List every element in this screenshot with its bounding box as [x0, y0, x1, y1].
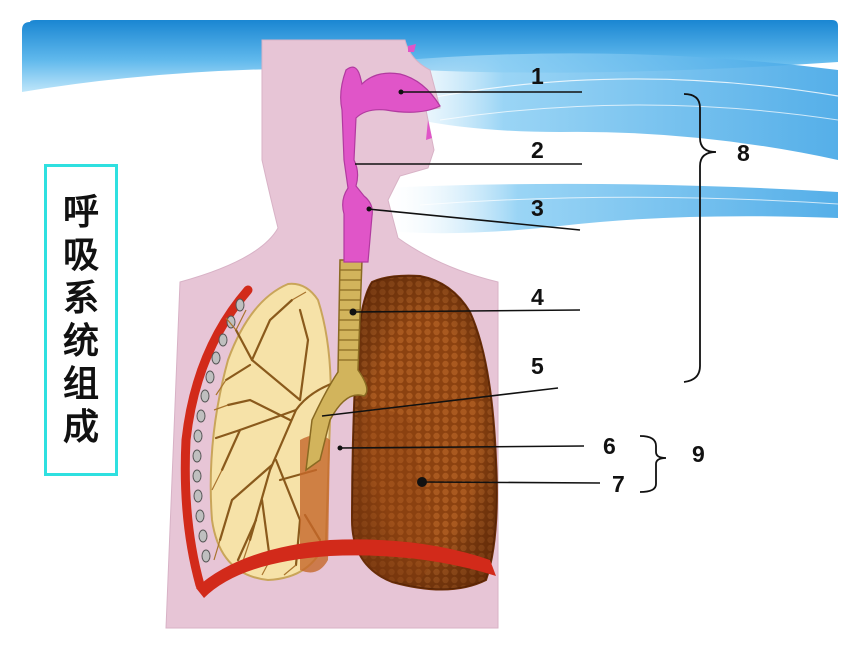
label-4: 4: [531, 284, 544, 310]
label-6: 6: [603, 433, 616, 459]
title-char: 成: [62, 407, 99, 448]
right-lung: [350, 274, 498, 591]
rib-cage: [180, 285, 253, 590]
title-char: 组: [62, 364, 99, 405]
label-7: 7: [612, 471, 625, 497]
upper-airway: [340, 44, 441, 263]
brace-9: [639, 435, 667, 493]
title-char: 吸: [62, 235, 99, 276]
leader-lines: [321, 91, 601, 484]
diaphragm: [196, 539, 496, 598]
label-2: 2: [531, 137, 544, 163]
title-char: 系: [62, 278, 99, 319]
title-char: 统: [62, 321, 99, 362]
label-1: 1: [531, 63, 544, 89]
label-3: 3: [531, 195, 544, 221]
label-8: 8: [737, 140, 750, 166]
pointer-dots: [337, 89, 427, 487]
title-box: 呼 吸 系 统 组 成: [44, 164, 118, 476]
title-char: 呼: [62, 192, 99, 233]
header-banner: [22, 20, 839, 234]
label-9: 9: [692, 441, 705, 467]
label-5: 5: [531, 353, 544, 379]
brace-8: [683, 93, 717, 383]
